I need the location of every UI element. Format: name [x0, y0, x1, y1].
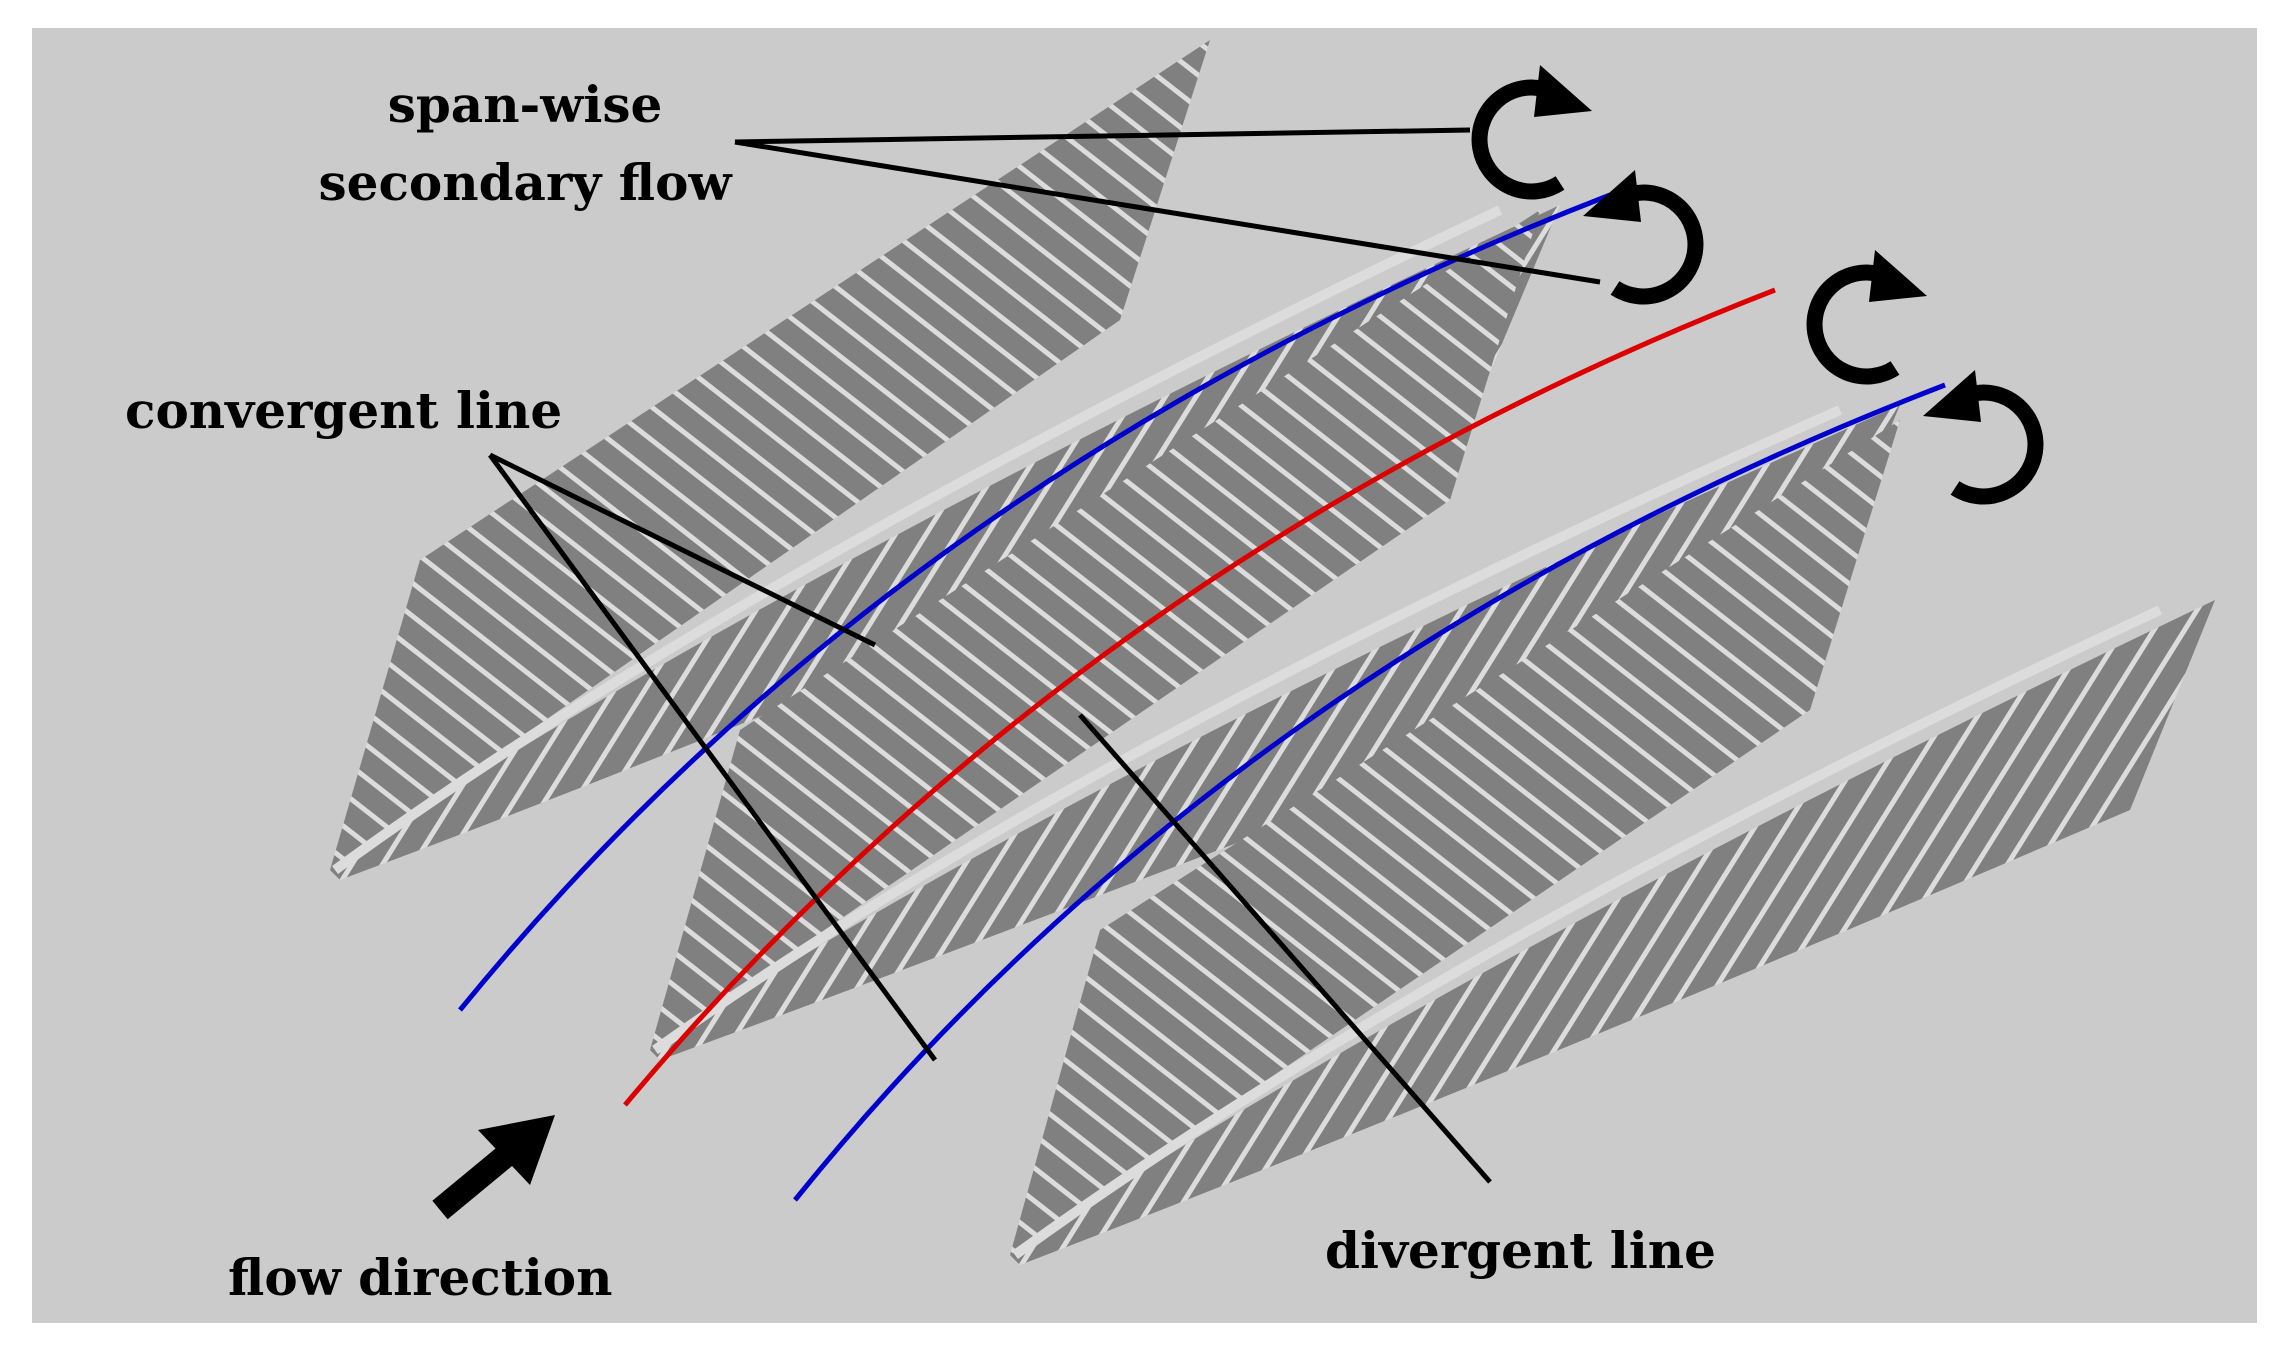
label-spanwise-line2: secondary flow: [318, 153, 733, 212]
label-spanwise-line1: span-wise: [388, 75, 663, 134]
convergent-line-lower: [793, 382, 1946, 1202]
blade-2: [650, 210, 1900, 1060]
blade-3: [1010, 420, 2215, 1265]
circular-arrow-icon: [1471, 65, 1592, 200]
circular-arrow-icon: [1806, 250, 1927, 385]
circular-arrow-icon: [1923, 370, 2044, 505]
divergent-line: [623, 287, 1776, 1107]
leader-lines: [487, 127, 1601, 1184]
blade-1: [330, 40, 1560, 880]
convergent-line-upper: [458, 192, 1611, 1012]
arrow-up-right-icon: [432, 1115, 555, 1220]
label-convergent: convergent line: [125, 381, 562, 440]
circular-arrow-icon: [1583, 170, 1704, 305]
label-divergent: divergent line: [1325, 1221, 1716, 1280]
label-flow-direction: flow direction: [228, 1248, 613, 1307]
